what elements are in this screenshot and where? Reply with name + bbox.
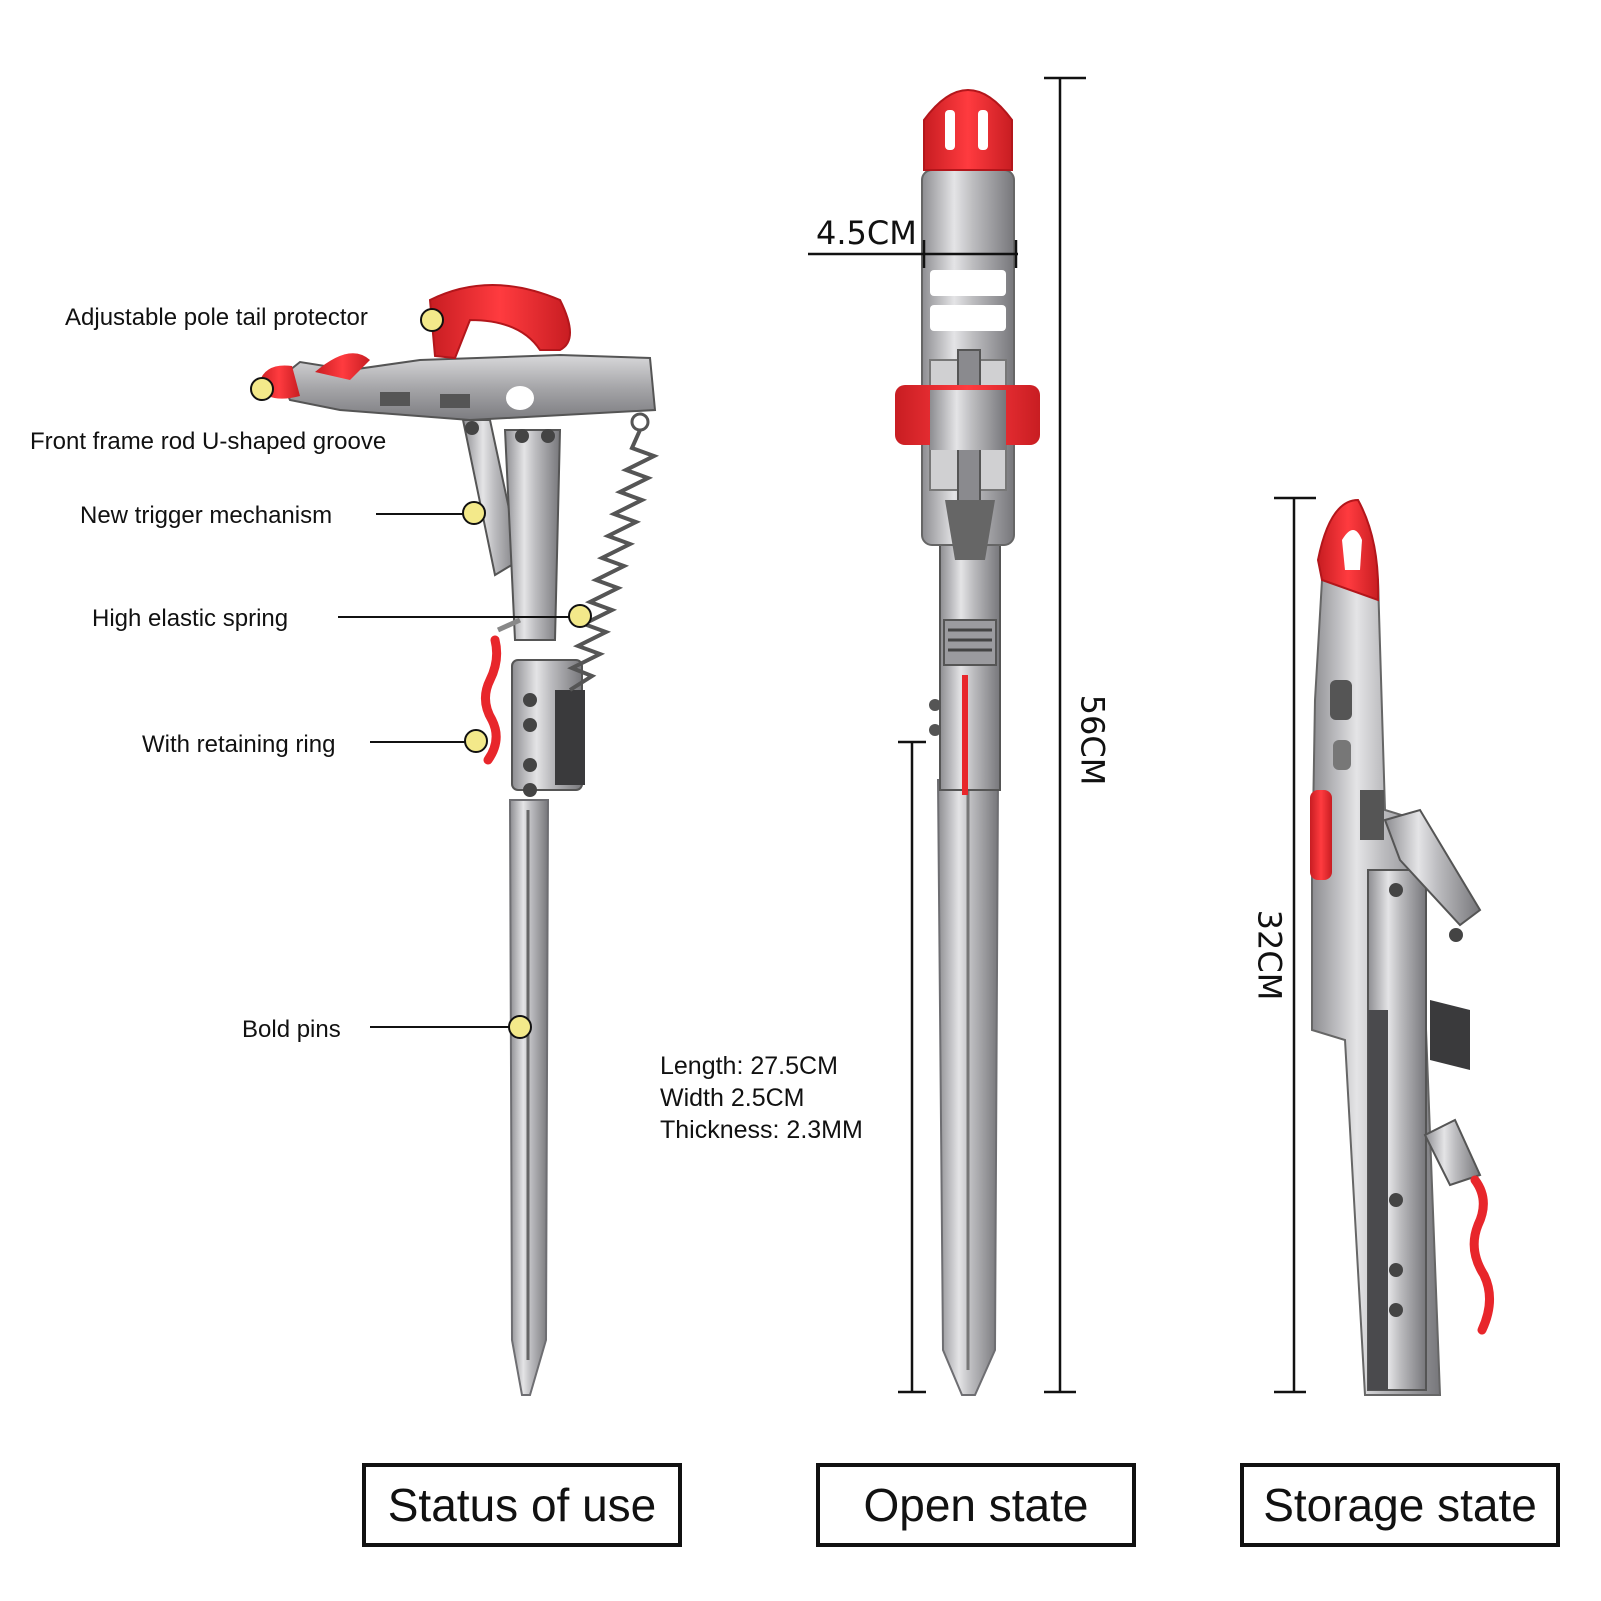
marker-trigger [462, 501, 486, 525]
status-of-use-illustration [258, 284, 660, 1396]
marker-tail-protector [420, 308, 444, 332]
stake-specs: Length: 27.5CM Width 2.5CM Thickness: 2.… [660, 1050, 863, 1146]
use-spring [567, 429, 660, 692]
spec-length: Length: 27.5CM [660, 1052, 838, 1080]
label-open-state: Open state [816, 1463, 1136, 1547]
dimension-length-open: 56CM [1073, 694, 1112, 786]
spec-width: Width 2.5CM [660, 1084, 805, 1112]
marker-spring [568, 604, 592, 628]
dimension-length-storage: 32CM [1250, 909, 1289, 1001]
label-storage-state: Storage state [1240, 1463, 1560, 1547]
open-dimension-lines [808, 76, 1086, 1394]
dimension-width-open: 4.5CM [816, 214, 917, 252]
storage-dimension-lines [1274, 496, 1316, 1394]
callout-leaders [338, 513, 580, 1028]
open-state-illustration [895, 89, 1040, 1396]
callout-bold-pins: Bold pins [242, 1016, 341, 1043]
open-red-cap [923, 89, 1013, 171]
callout-tail-protector: Adjustable pole tail protector [65, 304, 368, 331]
callout-spring: High elastic spring [92, 605, 289, 632]
spec-thickness: Thickness: 2.3MM [660, 1116, 863, 1144]
callout-u-groove: Front frame rod U-shaped groove [30, 428, 387, 455]
marker-bold-pins [508, 1015, 532, 1039]
storage-state-illustration [1310, 498, 1494, 1396]
label-status-of-use: Status of use [362, 1463, 682, 1547]
callout-trigger: New trigger mechanism [80, 502, 333, 529]
callout-retaining-ring: With retaining ring [142, 731, 336, 758]
use-tail-protector [428, 284, 571, 360]
marker-retaining-ring [464, 729, 488, 753]
use-main-arm [503, 429, 562, 641]
callout-markers [250, 308, 592, 1039]
use-retaining-ring [481, 635, 502, 765]
storage-retaining-ring [1469, 1175, 1494, 1335]
marker-u-groove [250, 377, 274, 401]
